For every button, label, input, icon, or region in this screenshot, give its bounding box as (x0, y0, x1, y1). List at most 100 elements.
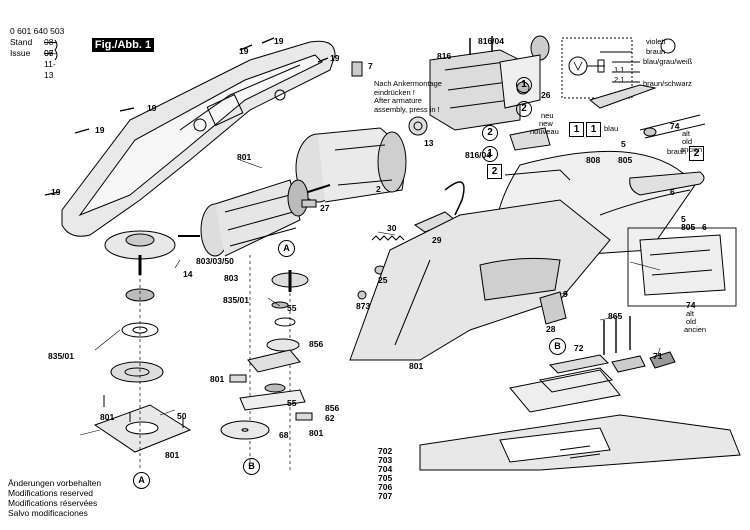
part-71 (649, 351, 676, 369)
callout-2-top: 2 (516, 101, 532, 117)
part-19-b: 19 (239, 46, 249, 56)
footer-fr: Modifications réservées (8, 498, 98, 508)
old-label-de-bottom: alt (686, 309, 694, 318)
part-706: 706 (378, 482, 393, 492)
part-19-f: 19 (51, 187, 61, 197)
armature-803 (178, 179, 331, 257)
old-label-en-bottom: old (686, 317, 697, 326)
footer-de: Änderungen vorbehalten (8, 478, 102, 488)
issue-value: 07-11-13 (44, 48, 57, 80)
stand-value: 08-06 (44, 37, 57, 58)
part-816: 816 (437, 51, 452, 61)
part-865: 865 (608, 311, 623, 321)
wire-r11: 1.1 (614, 65, 625, 74)
clip-75 (509, 127, 551, 151)
old-label-de-top: alt (682, 129, 690, 138)
gear-assembly (93, 230, 192, 453)
base-plate (419, 354, 741, 471)
part-803: 803 (224, 273, 239, 283)
part-703: 703 (378, 455, 393, 465)
box-2-right: 2 (689, 146, 704, 161)
box-1-a: 1 (569, 122, 584, 137)
callout-a-top: A (278, 240, 295, 257)
part-29: 29 (432, 235, 442, 245)
part-19-e: 19 (95, 125, 105, 135)
part-856-bottom: 856 (325, 403, 340, 413)
part-5-top: 5 (621, 139, 626, 149)
part-26: 26 (541, 90, 551, 100)
document-header: 0 601 640 503 Stand 08-06 Issue 07-11-13 (10, 26, 65, 80)
spring-30 (371, 235, 405, 241)
issue-row: Issue 07-11-13 (10, 48, 64, 80)
part-74-bottom: 74 (686, 300, 696, 310)
brush-27 (301, 199, 317, 208)
assembly-note: Nach Ankermontage eindrücken ! After arm… (374, 79, 442, 114)
part-801-left-b: 801 (165, 450, 180, 460)
old-label-fr-top: ancien (680, 145, 703, 154)
part-68: 68 (279, 430, 289, 440)
footer-notice: Änderungen vorbehalten Modifications res… (8, 478, 101, 518)
part-808: 808 (586, 155, 601, 165)
wire-r21: 2.1 (614, 75, 625, 84)
callout-1-mid: 1 (482, 146, 498, 162)
doc-number: 0 601 640 503 (10, 26, 65, 36)
housing-half-left (61, 40, 336, 237)
part-704: 704 (378, 464, 393, 474)
box-1-b: 1 (586, 122, 601, 137)
part-707: 707 (378, 491, 393, 501)
part-6-right: 6 (702, 222, 707, 232)
part-13: 13 (424, 138, 434, 148)
part-702: 702 (378, 446, 393, 456)
part-816-04-top: 816/04 (478, 36, 504, 46)
footer-es: Salvo modificaciones (8, 508, 88, 518)
old-label-fr-bottom: ancien (684, 325, 707, 334)
part-19-c: 19 (330, 53, 340, 63)
part-71: 71 (653, 351, 663, 361)
wire-braun: braun (646, 47, 666, 56)
footer-en: Modifications reserved (8, 488, 94, 498)
part-25: 25 (378, 275, 388, 285)
figure-tag: Fig./Abb. 1 (92, 38, 154, 52)
callout-2-mid: 2 (482, 125, 498, 141)
part-19-a: 19 (274, 36, 284, 46)
new-label-de: neu (541, 111, 554, 120)
part-6: 6 (670, 187, 675, 197)
part-2: 2 (376, 184, 381, 194)
part-803-03-50: 803/03/50 (196, 256, 234, 266)
stand-label: Stand (10, 37, 33, 47)
part-801-top: 801 (237, 152, 252, 162)
part-72: 72 (574, 343, 584, 353)
part-801-left-a: 801 (100, 412, 115, 422)
callout-b-bottom: B (243, 458, 260, 475)
part-19-d: 19 (147, 103, 157, 113)
part-801-mid-left: 801 (210, 374, 225, 384)
old-label-en-top: old (682, 137, 693, 146)
part-55-top: 55 (287, 303, 297, 313)
callout-a-bottom: A (133, 472, 150, 489)
part-805-right: 805 (681, 222, 696, 232)
part-27: 27 (320, 203, 330, 213)
part-873: 873 (356, 301, 371, 311)
part-9: 9 (563, 289, 568, 299)
boot-6 (629, 171, 705, 196)
note-line-1: Nach Ankermontage (374, 79, 442, 88)
part-14: 14 (183, 269, 193, 279)
part-856-top: 856 (309, 339, 324, 349)
pins-865 (603, 316, 631, 355)
wire-blau-grau-weiss: blau/grau/weiß (643, 57, 693, 66)
part-74-top: 74 (670, 121, 680, 131)
callout-1-top: 1 (516, 77, 532, 93)
note-line-3: After armature (374, 96, 422, 105)
part-705: 705 (378, 473, 393, 483)
issue-label: Issue (10, 48, 31, 58)
box-2-left: 2 (487, 164, 502, 179)
note-line-4: assembly, press in ! (374, 104, 440, 114)
wire-blau: blau (604, 124, 619, 133)
part-801-bottom: 801 (409, 361, 424, 371)
clip-801-mid (229, 374, 247, 383)
wire-braun-schwarz: braun/schwarz (643, 79, 692, 88)
inset-box (627, 227, 737, 307)
housing-shell-801 (349, 199, 611, 361)
stator-2 (295, 127, 407, 203)
